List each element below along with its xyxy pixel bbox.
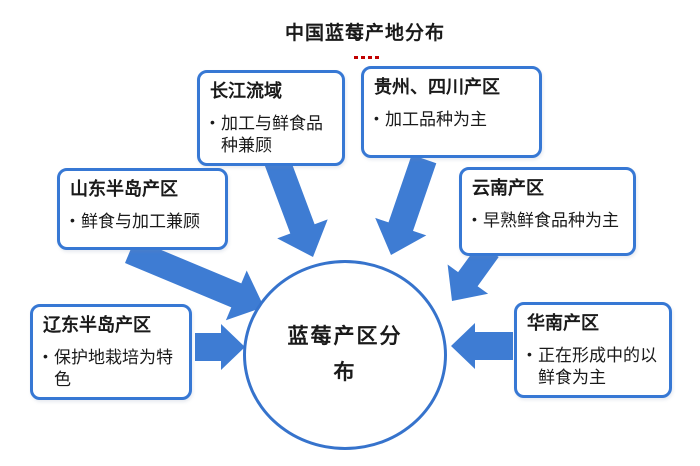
red-dot <box>368 56 372 59</box>
node-bullet: • 正在形成中的以鲜食为主 <box>527 345 659 389</box>
arrow-huanan-to-center <box>451 323 513 369</box>
arrow-shandong-to-center <box>125 239 264 321</box>
node-bullet: • 保护地栽培为特色 <box>43 347 179 391</box>
node-bullet-text: 早熟鲜食品种为主 <box>483 210 619 230</box>
node-box-liaodong: 辽东半岛产区 • 保护地栽培为特色 <box>30 304 192 400</box>
node-box-guizhou-sichuan: 贵州、四川产区 • 加工品种为主 <box>361 66 542 158</box>
red-dot <box>354 56 358 59</box>
node-bullet: • 鲜食与加工兼顾 <box>70 211 215 233</box>
node-bullet-text: 保护地栽培为特色 <box>54 347 173 389</box>
node-bullet-text: 鲜食与加工兼顾 <box>81 211 200 231</box>
bullet-icon: • <box>210 113 215 130</box>
bullet-icon: • <box>527 345 532 362</box>
arrow-guizhou-sichuan-to-center <box>375 154 437 255</box>
node-bullet-text: 加工品种为主 <box>385 109 487 129</box>
center-circle: 蓝莓产区分布 <box>243 260 447 450</box>
arrow-liaodong-to-center <box>195 324 245 370</box>
node-title: 山东半岛产区 <box>70 179 178 199</box>
arrow-changjiang-to-center <box>264 156 328 257</box>
node-title: 贵州、四川产区 <box>374 77 500 97</box>
bullet-icon: • <box>70 211 75 228</box>
center-circle-label: 蓝莓产区分布 <box>287 325 403 384</box>
node-bullet: • 早熟鲜食品种为主 <box>472 210 623 232</box>
bullet-icon: • <box>472 210 477 227</box>
node-title: 长江流域 <box>210 81 282 101</box>
node-title: 云南产区 <box>472 178 544 198</box>
red-dot <box>361 56 365 59</box>
node-box-yunnan: 云南产区 • 早熟鲜食品种为主 <box>459 167 636 256</box>
node-title: 辽东半岛产区 <box>43 315 151 335</box>
node-box-huanan: 华南产区 • 正在形成中的以鲜食为主 <box>514 302 672 398</box>
node-bullet: • 加工品种为主 <box>374 109 529 131</box>
node-bullet-text: 正在形成中的以鲜食为主 <box>538 345 657 387</box>
node-box-changjiang: 长江流域 • 加工与鲜食品种兼顾 <box>197 70 345 166</box>
arrow-yunnan-to-center <box>447 243 499 301</box>
node-bullet: • 加工与鲜食品种兼顾 <box>210 113 332 157</box>
bullet-icon: • <box>43 347 48 364</box>
bullet-icon: • <box>374 109 379 126</box>
diagram-title: 中国蓝莓产地分布 <box>284 23 445 44</box>
node-title: 华南产区 <box>527 313 599 333</box>
node-bullet-text: 加工与鲜食品种兼顾 <box>221 113 323 155</box>
node-box-shandong: 山东半岛产区 • 鲜食与加工兼顾 <box>57 168 228 250</box>
red-dot <box>375 56 379 59</box>
red-dots-decoration <box>354 56 379 59</box>
